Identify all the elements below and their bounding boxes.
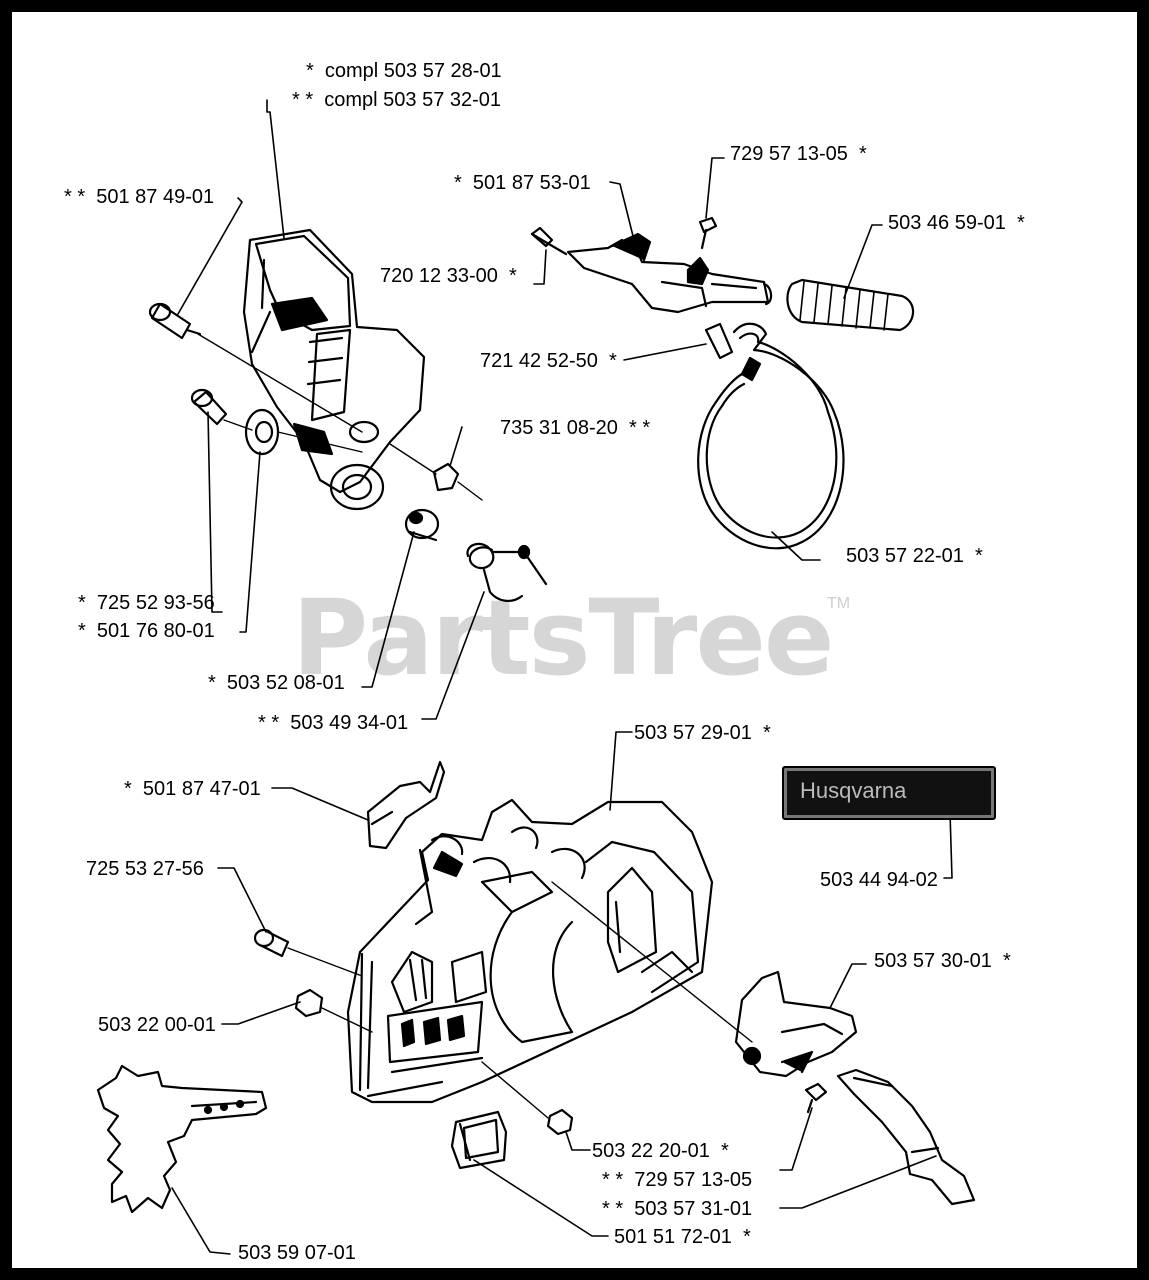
label-503-46-59-01: 503 46 59-01 *	[888, 212, 1025, 234]
parts-diagram-canvas: PartsTree TM	[12, 12, 1137, 1268]
label-compl-503-57-28-01: * compl 503 57 28-01	[306, 60, 502, 82]
brake-lever-assembly-part	[530, 226, 773, 314]
label-729-57-13-05-top: 729 57 13-05 *	[730, 143, 867, 165]
spiked-bumper-503-59-07-01	[96, 1064, 268, 1214]
screw-729-57-13-05-bottom	[804, 1082, 828, 1114]
bracket-503-57-31-01	[836, 1068, 976, 1206]
label-725-53-27-56: 725 53 27-56	[86, 858, 204, 880]
washer-501-76-80-01	[244, 408, 363, 456]
screw-725-53-27-56	[253, 928, 363, 977]
exploded-view-drawing	[96, 99, 976, 1255]
pin-721-42-52-50	[704, 322, 734, 360]
label-725-52-93-56: * 725 52 93-56	[78, 592, 215, 614]
label-503-52-08-01: * 503 52 08-01	[208, 672, 345, 694]
label-503-57-30-01: 503 57 30-01 *	[874, 950, 1011, 972]
label-503-57-29-01: 503 57 29-01 *	[634, 722, 771, 744]
badge-text: Husqvarna	[800, 778, 907, 803]
label-735-31-08-20: 735 31 08-20 * *	[500, 417, 651, 439]
clip-501-87-47-01	[366, 760, 446, 850]
spring-503-49-34-01	[466, 542, 548, 602]
nut-735-31-08-20	[389, 443, 483, 501]
husqvarna-logo-badge: Husqvarna	[782, 766, 996, 820]
label-503-59-07-01: 503 59 07-01	[238, 1242, 356, 1264]
label-501-51-72-01: 501 51 72-01 *	[614, 1226, 751, 1248]
screw-729-57-13-05-top	[698, 216, 718, 250]
label-503-49-34-01: * * 503 49 34-01	[258, 712, 409, 734]
chain-brake-handle-part	[242, 228, 426, 511]
rubber-grip-503-46-59-01	[786, 278, 915, 332]
nut-503-22-00-01	[294, 988, 373, 1033]
plate-501-51-72-01	[450, 1110, 508, 1170]
bolt-501-87-49-01	[148, 302, 363, 433]
label-501-87-47-01: * 501 87 47-01	[124, 778, 261, 800]
label-503-57-31-01: * * 503 57 31-01	[602, 1198, 753, 1220]
label-721-42-52-50: 721 42 52-50 *	[480, 350, 617, 372]
screw-725-52-93-56	[190, 388, 253, 431]
label-501-76-80-01: * 501 76 80-01	[78, 620, 215, 642]
label-501-87-53-01: * 501 87 53-01	[454, 172, 591, 194]
label-729-57-13-05-bottom: * * 729 57 13-05	[602, 1169, 753, 1191]
label-503-22-20-01: 503 22 20-01 *	[592, 1140, 729, 1162]
brake-band-503-57-22-01	[697, 322, 845, 550]
clutch-cover-503-57-29-01	[346, 798, 714, 1104]
label-503-44-94-02: 503 44 94-02	[820, 869, 938, 891]
label-503-57-22-01: 503 57 22-01 *	[846, 545, 983, 567]
label-compl-503-57-32-01: * * compl 503 57 32-01	[292, 89, 502, 111]
label-720-12-33-00: 720 12 33-00 *	[380, 265, 517, 287]
chain-catcher-503-57-30-01	[551, 881, 858, 1078]
nut-503-22-20-01	[481, 1061, 574, 1136]
bushing-503-52-08-01	[404, 508, 440, 542]
label-503-22-00-01: 503 22 00-01	[98, 1014, 216, 1036]
trademark-mark: TM	[827, 595, 851, 612]
label-501-87-49-01: * * 501 87 49-01	[64, 186, 215, 208]
partstree-watermark: PartsTree	[292, 577, 834, 699]
leader-lines	[171, 99, 953, 1255]
